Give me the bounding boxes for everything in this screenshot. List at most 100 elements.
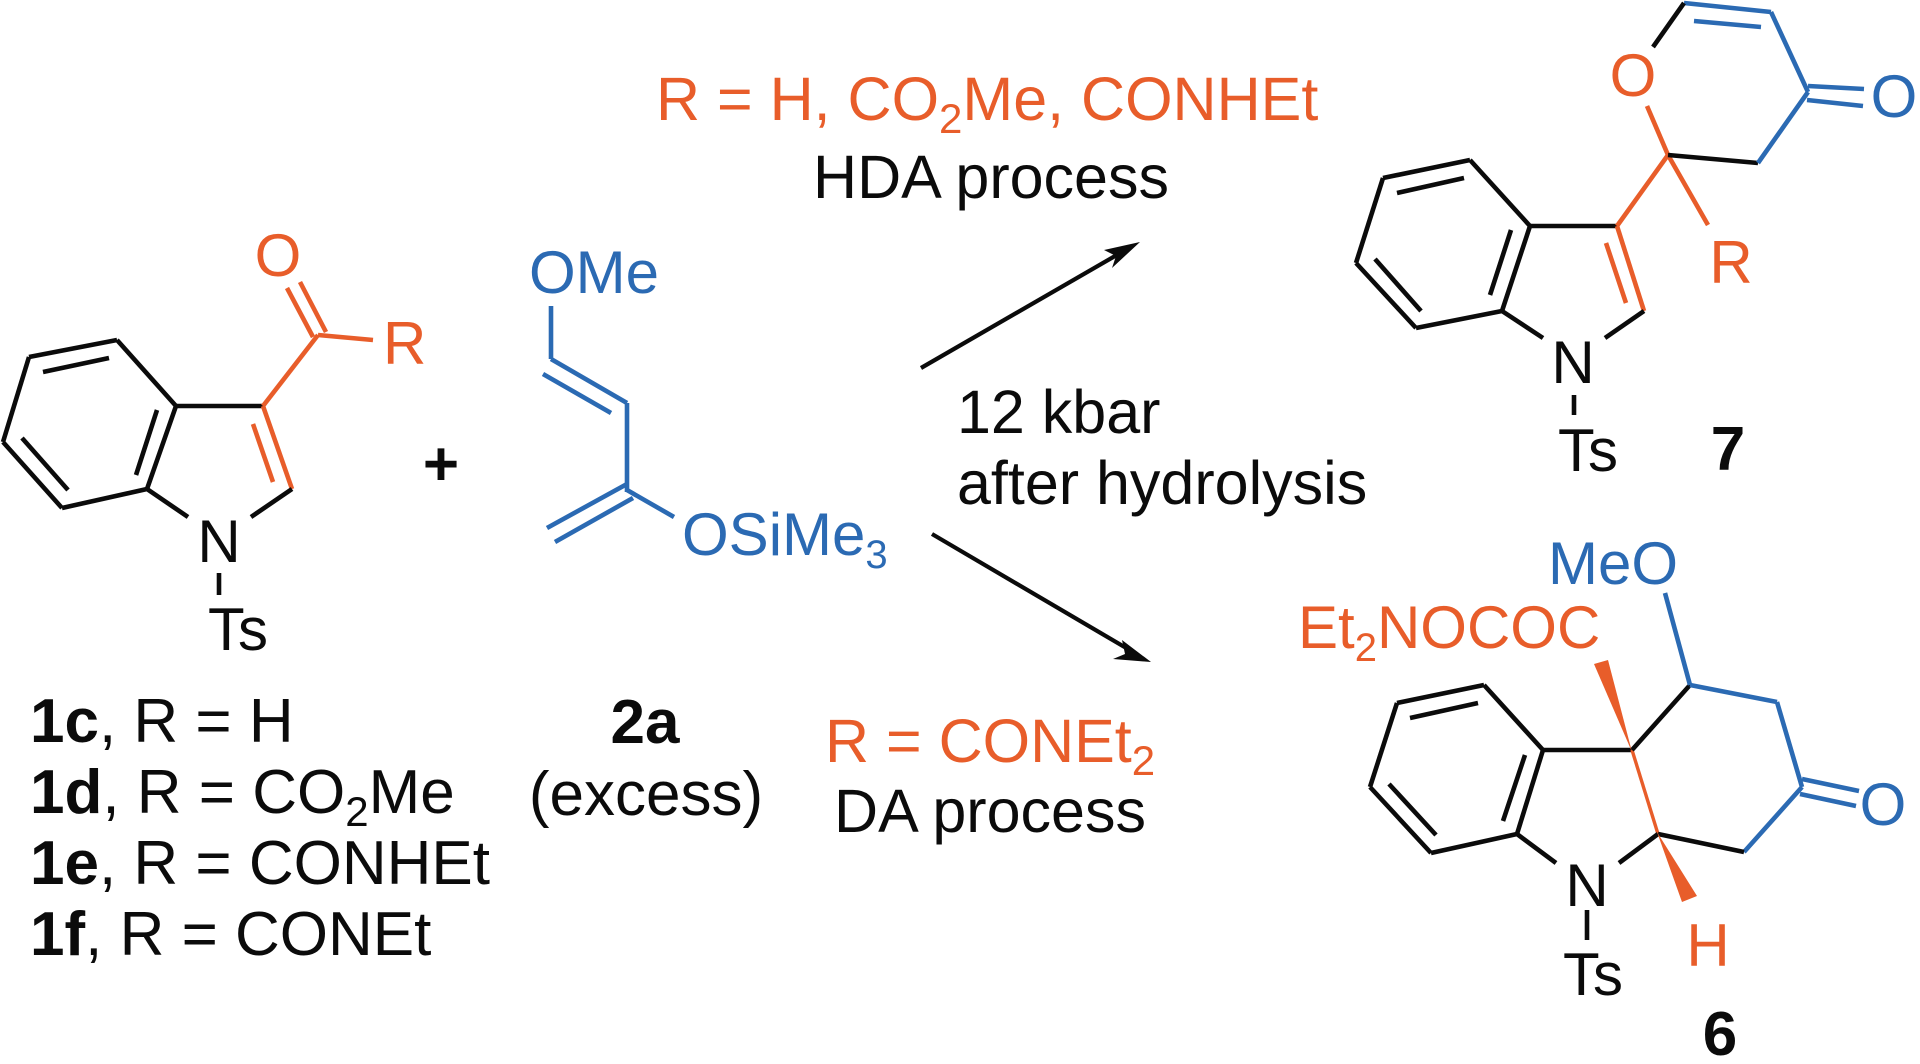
variant-id: 1f	[30, 900, 85, 969]
bond	[145, 487, 190, 519]
inner-double-bond	[541, 372, 613, 415]
condition-workup: after hydrolysis	[957, 449, 1367, 517]
upper-pathway-r-groups: R = H, CO2Me, CONHEt	[656, 65, 1318, 142]
bond	[1667, 152, 1759, 166]
inner-double-bond	[133, 409, 160, 476]
bond	[317, 332, 374, 343]
variant-id: 1d	[30, 758, 102, 827]
atom-label-O: O	[255, 222, 302, 289]
condition-pressure: 12 kbar	[957, 378, 1160, 446]
inner-double-bond	[1500, 754, 1528, 822]
variant-value: CONHEt	[249, 829, 490, 898]
variant-sep: , R =	[99, 687, 249, 756]
inner-double-bond	[1603, 242, 1629, 304]
bond	[1368, 785, 1433, 855]
inner-double-bond	[1693, 18, 1762, 30]
wedge-bond-amide	[1594, 660, 1632, 752]
bond	[1353, 177, 1386, 264]
bond	[1468, 158, 1532, 228]
bond	[1617, 832, 1660, 865]
variant-sep: , R =	[85, 900, 235, 969]
bond	[1666, 153, 1710, 227]
lower-pathway-r-group: R = CONEt2	[825, 707, 1155, 784]
reactant-1-structure: O R N Ts	[0, 222, 426, 663]
compound-id-7: 7	[1711, 415, 1745, 484]
variant-id: 1e	[30, 829, 99, 898]
bond	[115, 338, 178, 408]
atom-label-O-ring: O	[1610, 42, 1657, 109]
variant-id: 1c	[30, 687, 99, 756]
compound-id-6: 6	[1703, 1000, 1737, 1064]
bond	[1515, 832, 1558, 865]
upper-pathway-process: HDA process	[813, 143, 1169, 211]
bond	[1644, 105, 1671, 156]
bond	[1614, 225, 1647, 312]
bond	[61, 486, 148, 511]
bond	[1657, 831, 1745, 855]
atom-label-OSiMe3: OSiMe3	[682, 501, 888, 577]
arrowhead	[1104, 242, 1140, 268]
bond	[1756, 90, 1810, 165]
bond	[1367, 702, 1400, 788]
atom-label-H: H	[1686, 912, 1729, 979]
inner-double-bond	[1373, 257, 1423, 313]
inner-double-bond	[42, 355, 110, 375]
variant-sep: , R =	[102, 758, 252, 827]
lower-reaction-arrow	[930, 532, 1151, 662]
variant-value: CONEt	[235, 900, 431, 969]
double-bond	[1807, 83, 1865, 92]
atom-label-MeO: MeO	[1548, 530, 1678, 597]
bond	[261, 333, 320, 408]
double-bond	[1801, 776, 1860, 794]
inner-double-bond	[20, 436, 70, 492]
atom-label-R: R	[383, 310, 426, 377]
double-bond	[545, 481, 629, 531]
bond	[1482, 683, 1545, 752]
variant-list-item: 1e, R = CONHEt	[30, 829, 490, 898]
bond	[1615, 153, 1670, 228]
double-bond	[553, 495, 635, 545]
atom-label-O-keto: O	[1871, 63, 1918, 130]
bond	[1603, 309, 1646, 340]
bond	[1354, 261, 1418, 330]
bond	[1430, 831, 1518, 856]
bond	[260, 405, 295, 490]
bond	[1689, 682, 1778, 705]
bond	[1683, 0, 1772, 15]
bond	[1, 440, 64, 510]
bond	[1768, 11, 1811, 93]
bond	[1396, 682, 1485, 706]
reactant-2-note: (excess)	[529, 760, 763, 829]
inner-double-bond	[250, 423, 276, 483]
upper-reaction-arrow	[919, 242, 1140, 370]
double-bond	[297, 280, 329, 334]
atom-label-N: N	[1551, 329, 1594, 396]
bond	[0, 356, 32, 443]
atom-label-Ts: Ts	[1558, 417, 1618, 484]
variant-sub: 2	[345, 788, 368, 835]
variant-sep: , R =	[99, 829, 249, 898]
bond	[144, 405, 179, 490]
atom-label-amide: Et2NOCOC	[1298, 594, 1600, 670]
inner-double-bond	[1409, 700, 1479, 721]
bond	[1774, 701, 1805, 788]
bond	[28, 337, 118, 360]
bond	[1499, 225, 1533, 312]
atom-label-N: N	[1565, 852, 1608, 919]
bond	[1630, 683, 1692, 752]
bond	[1662, 592, 1693, 686]
product-6-structure: MeO Et2NOCOC O H N Ts	[1298, 530, 1906, 1008]
bond	[1382, 157, 1471, 181]
bond	[549, 357, 629, 405]
bond	[1514, 749, 1546, 835]
atom-label-Ts: Ts	[1563, 941, 1623, 1008]
atom-label-O-keto: O	[1860, 771, 1907, 838]
variant-list-item: 1d, R = CO2Me	[30, 758, 455, 835]
double-bond	[1799, 791, 1857, 809]
variant-value: CO	[252, 758, 345, 827]
atom-label-Ts: Ts	[208, 596, 268, 663]
variant-list-item: 1f, R = CONEt	[30, 900, 431, 969]
inner-double-bond	[1487, 229, 1514, 296]
double-bond	[284, 286, 316, 339]
